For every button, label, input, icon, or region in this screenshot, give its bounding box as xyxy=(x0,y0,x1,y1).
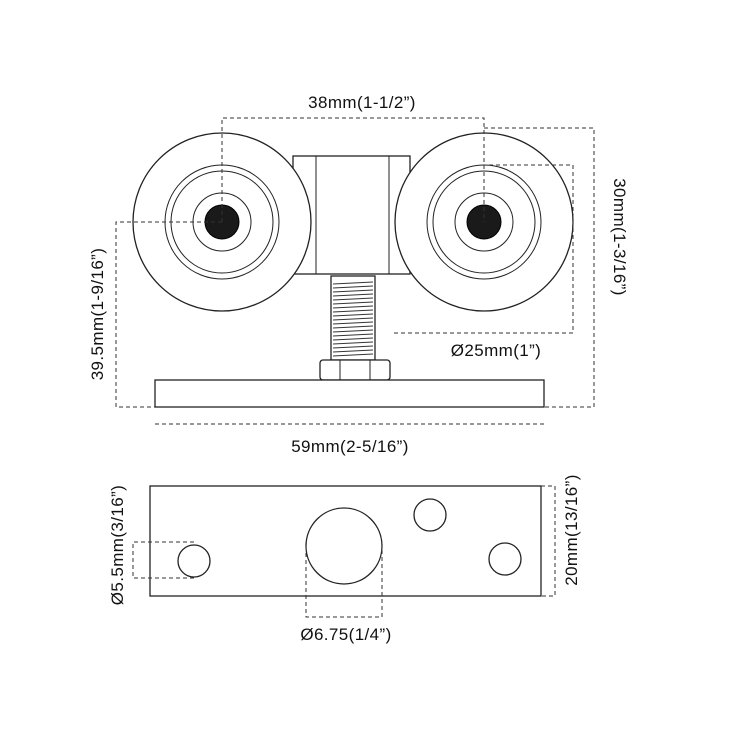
thread-line xyxy=(332,309,374,313)
top-view xyxy=(132,485,556,618)
thread-line xyxy=(332,285,374,289)
thread-line xyxy=(332,293,374,297)
plate-width-label: 20mm(13/16”) xyxy=(562,474,581,586)
thread-line xyxy=(332,325,374,329)
small-hole-diameter-label: Ø5.5mm(3/16”) xyxy=(108,485,127,605)
hex-nut xyxy=(319,359,391,381)
thread-line xyxy=(332,341,374,345)
thread-line xyxy=(332,321,374,325)
thread-line xyxy=(332,313,374,317)
thread-line xyxy=(332,345,374,349)
thread-line xyxy=(332,329,374,333)
thread-line xyxy=(332,297,374,301)
mounting-hole-top xyxy=(413,498,447,532)
side-view xyxy=(115,117,595,425)
thread-line xyxy=(332,305,374,309)
thread-line xyxy=(332,333,374,337)
roller-body xyxy=(292,155,411,275)
thread-line xyxy=(332,349,374,353)
thread-line xyxy=(332,301,374,305)
overall-height-label: 39.5mm(1-9/16”) xyxy=(88,248,107,381)
base-plate-side xyxy=(154,379,545,408)
thread-line xyxy=(332,317,374,321)
side-view-dimension-lines xyxy=(115,117,595,425)
thread-line xyxy=(332,281,374,285)
mounting-hole-right xyxy=(488,542,522,576)
wheel-diameter-label: Ø25mm(1”) xyxy=(451,341,542,360)
threaded-stud xyxy=(330,275,376,361)
thread-line xyxy=(332,337,374,341)
wheel-spacing-label: 38mm(1-1/2”) xyxy=(308,93,416,112)
mounting-hole-left xyxy=(177,544,211,578)
plate-length-label: 59mm(2-5/16”) xyxy=(291,437,409,456)
top-view-dimension-lines xyxy=(132,485,556,618)
thread-line xyxy=(332,353,374,357)
wheel-height-label: 30mm(1-3/16”) xyxy=(610,178,629,296)
thread-line xyxy=(332,289,374,293)
bolt-hole xyxy=(305,507,383,585)
bolt-hole-diameter-label: Ø6.75(1/4”) xyxy=(300,625,391,644)
